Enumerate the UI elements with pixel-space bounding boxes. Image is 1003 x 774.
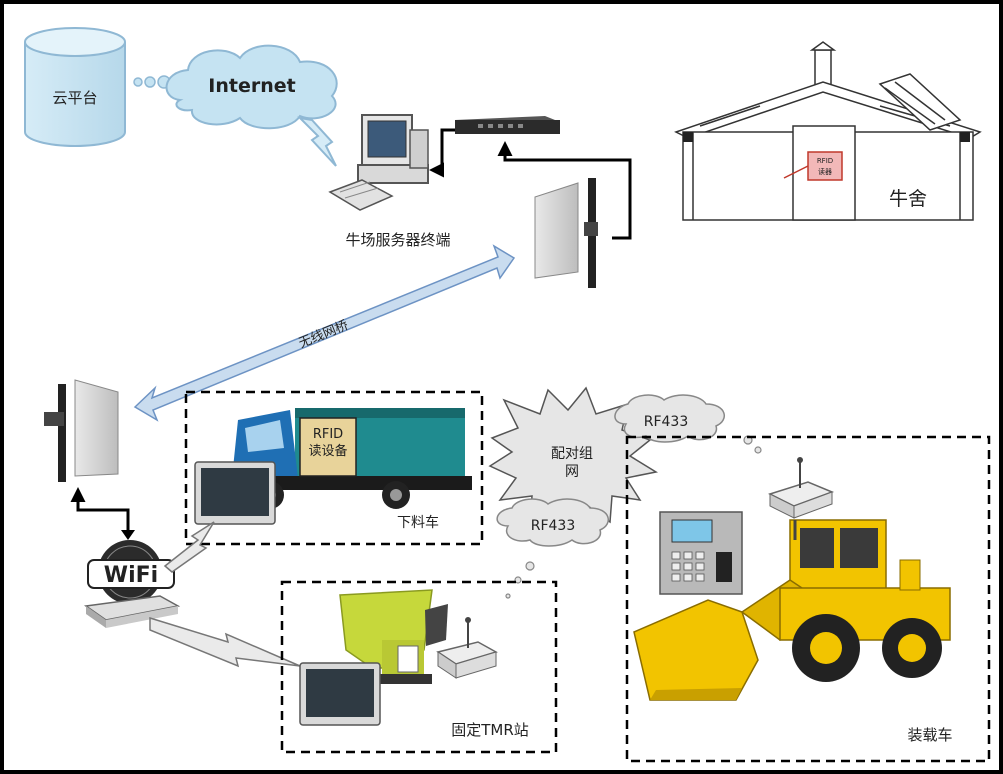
switch-to-server-arrow [429,128,455,178]
wireless-bridge-arrow [133,244,516,422]
rfid-reader-device [299,417,357,477]
weighing-controller-icon [659,511,743,595]
barn-label: 牛舍 [889,188,927,210]
wifi-truck-lightning-icon [163,521,215,573]
internet-cloud-icon [165,44,338,130]
lightning-icon [297,116,337,167]
loader-wireless-module-icon [768,457,835,519]
wifi-label: WiFi [104,563,158,588]
barn-rfid-reader-icon [783,151,843,181]
connector-dots [133,75,171,89]
wifi-arrow-head [121,530,135,540]
barn-corner-right [960,132,970,142]
farm-server-label: 牛场服务器终端 [345,231,450,249]
panel-antenna-icon [534,178,598,288]
pairing-label-2: 网 [565,464,579,480]
barn-rfid-label-1: RFID [817,157,833,165]
barn-rfid-label-2: 读器 [818,167,832,176]
wifi-badge [87,559,175,589]
rfid-reader-label-2: 读设备 [308,443,347,459]
rf433-top-label: RF433 [644,414,689,430]
tmr-station-box [280,580,558,754]
rf-dots [505,435,762,599]
tmr-monitor-icon [299,662,381,726]
rf433-bottom-label: RF433 [531,518,576,534]
internet-label: Internet [208,75,295,97]
antenna-to-wifi-arrow [70,487,130,532]
tmr-wireless-module-icon [436,617,498,679]
rf433-bottom-cloud [496,498,610,547]
cloud-platform-database-icon [24,27,126,147]
server-computer-icon [328,114,429,211]
rfid-reader-label-1: RFID [313,427,343,442]
tmr-mixer-icon [339,589,448,684]
loader-box [625,435,991,763]
left-panel-antenna-icon [44,379,119,482]
wheel-loader-icon [633,519,951,701]
cloud-platform-label: 云平台 [52,89,97,107]
barn-corner-left [683,132,693,142]
network-switch-icon [455,116,560,134]
loader-label: 装载车 [907,726,952,744]
tmr-station-label: 固定TMR站 [451,721,529,739]
wireless-bridge-label: 无线网桥 [297,318,351,351]
pairing-starburst [488,386,659,532]
feed-truck-label: 下料车 [397,514,439,531]
antenna-to-switch-arrow [497,141,632,240]
barn-icon [674,41,982,221]
truck-monitor-icon [194,461,276,525]
wifi-tmr-lightning-icon [149,616,301,668]
pairing-label-1: 配对组 [551,446,593,462]
